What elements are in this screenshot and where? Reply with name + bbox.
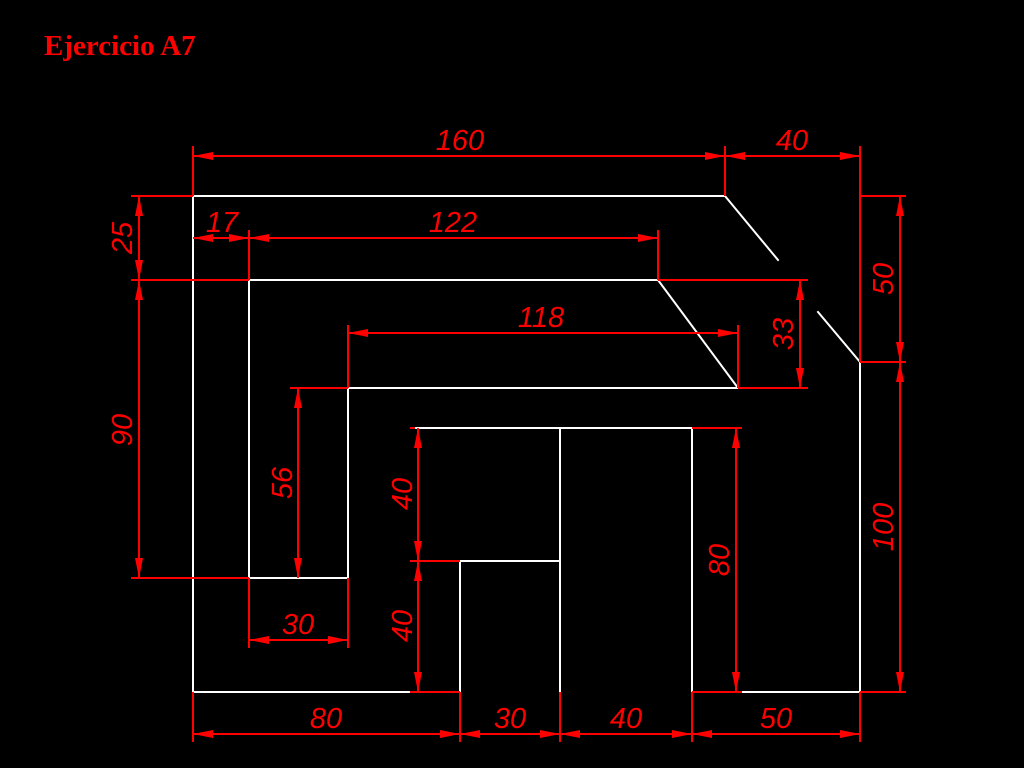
dim-label-17: 17 <box>206 207 240 239</box>
dim-label-30-inner: 30 <box>282 609 314 641</box>
dim-label-160: 160 <box>436 125 484 157</box>
dim-label-30-bottom: 30 <box>494 703 526 735</box>
dim-label-50-bottom: 50 <box>760 703 792 735</box>
dim-label-40-top: 40 <box>776 125 808 157</box>
dim-label-25: 25 <box>107 221 139 255</box>
dimension-lines <box>131 146 906 742</box>
outer-left-contour <box>192 195 461 693</box>
dim-label-80-bottom: 80 <box>310 703 342 735</box>
outer-contour <box>192 195 780 262</box>
dim-label-40-lower: 40 <box>387 610 419 642</box>
dim-label-100: 100 <box>868 503 900 551</box>
dim-label-56: 56 <box>267 466 299 499</box>
dim-label-122: 122 <box>429 207 477 239</box>
dim-label-80-inner: 80 <box>704 544 736 576</box>
dim-label-33: 33 <box>768 318 800 350</box>
left-slot-contour <box>459 560 561 693</box>
dim-label-50-right: 50 <box>868 263 900 295</box>
dim-label-90: 90 <box>107 414 139 446</box>
dim-label-40-upper: 40 <box>387 478 419 510</box>
outer-contour-lower <box>739 310 861 693</box>
dimension-labels: 160 40 25 17 122 90 118 50 33 56 30 40 4… <box>107 125 900 735</box>
exercise-title: Ejercicio A7 <box>44 30 196 62</box>
dim-label-40-bottom: 40 <box>610 703 642 735</box>
dim-label-118: 118 <box>518 302 564 334</box>
right-slot-contour <box>559 427 693 693</box>
